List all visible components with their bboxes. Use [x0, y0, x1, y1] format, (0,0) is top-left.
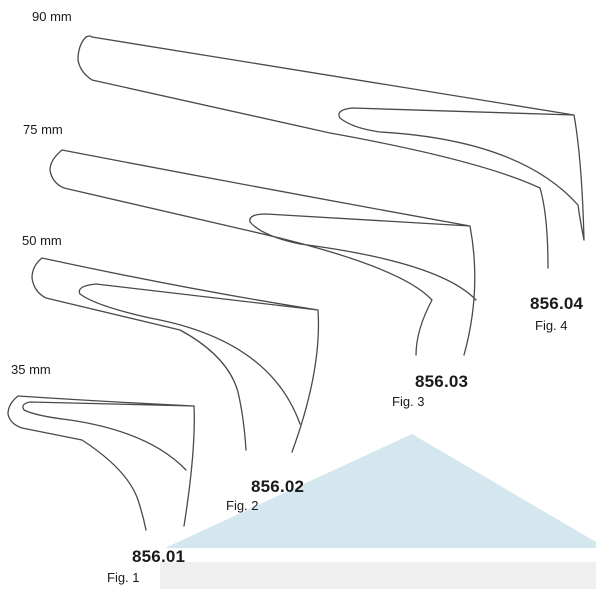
size-label-90mm: 90 mm — [32, 9, 72, 24]
product-code-856-03: 856.03 — [415, 372, 469, 391]
product-code-856-04: 856.04 — [530, 294, 584, 313]
footer-band — [160, 562, 596, 589]
product-code-856-02: 856.02 — [251, 477, 305, 496]
instrument-outline-90mm — [77, 35, 585, 269]
figure-label-3: Fig. 3 — [392, 394, 425, 409]
size-label-35mm: 35 mm — [11, 362, 51, 377]
instrument-outline-35mm — [7, 395, 195, 531]
product-code-856-01: 856.01 — [132, 547, 186, 566]
figure-label-2: Fig. 2 — [226, 498, 259, 513]
figure-label-4: Fig. 4 — [535, 318, 568, 333]
figure-label-1: Fig. 1 — [107, 570, 140, 585]
size-label-75mm: 75 mm — [23, 122, 63, 137]
size-label-50mm: 50 mm — [22, 233, 62, 248]
watermark-triangle — [165, 434, 596, 548]
instrument-outline-50mm — [31, 257, 320, 453]
instrument-outline-75mm — [49, 149, 477, 356]
